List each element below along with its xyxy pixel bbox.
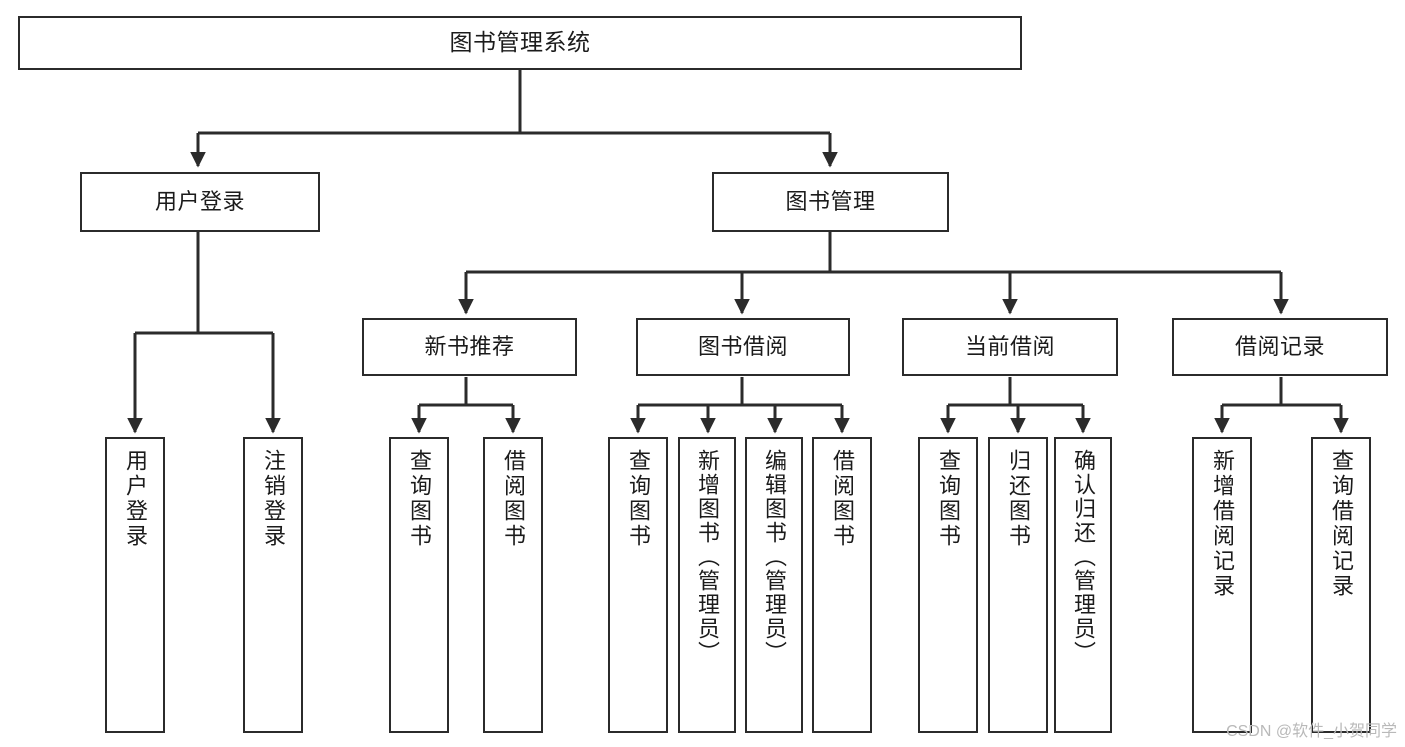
node-label: 用户登录: [123, 449, 148, 549]
node-label: 借阅记录: [1234, 333, 1325, 359]
leaf-return-book[interactable]: 归还图书: [988, 437, 1048, 733]
node-label: 查询借阅记录: [1329, 449, 1354, 599]
node-label: 归还图书: [1006, 449, 1031, 549]
node-label: 编辑图书（管理员）: [762, 449, 787, 665]
leaf-query-book-current[interactable]: 查询图书: [918, 437, 978, 733]
node-new-book-recommend[interactable]: 新书推荐: [362, 318, 577, 376]
node-label: 新增借阅记录: [1210, 449, 1235, 599]
leaf-add-book-admin[interactable]: 新增图书（管理员）: [678, 437, 736, 733]
csdn-watermark: CSDN @软件_小贺同学: [1226, 723, 1397, 740]
node-borrow-record[interactable]: 借阅记录: [1172, 318, 1388, 376]
node-book-management[interactable]: 图书管理: [712, 172, 949, 232]
leaf-user-login[interactable]: 用户登录: [105, 437, 165, 733]
node-label: 注销登录: [261, 449, 286, 549]
node-label: 新书推荐: [424, 333, 515, 359]
node-label: 新增图书（管理员）: [695, 449, 720, 665]
node-label: 查询图书: [407, 449, 432, 549]
leaf-logout[interactable]: 注销登录: [243, 437, 303, 733]
leaf-query-book-borrow[interactable]: 查询图书: [608, 437, 668, 733]
leaf-edit-book-admin[interactable]: 编辑图书（管理员）: [745, 437, 803, 733]
leaf-query-borrow-record[interactable]: 查询借阅记录: [1311, 437, 1371, 733]
leaf-add-borrow-record[interactable]: 新增借阅记录: [1192, 437, 1252, 733]
node-user-login[interactable]: 用户登录: [80, 172, 320, 232]
node-label: 确认归还（管理员）: [1071, 449, 1096, 665]
node-label: 用户登录: [154, 188, 245, 214]
node-label: 图书管理系统: [449, 29, 591, 56]
node-current-borrow[interactable]: 当前借阅: [902, 318, 1118, 376]
node-label: 图书管理: [785, 188, 876, 214]
node-label: 图书借阅: [697, 333, 788, 359]
node-label: 查询图书: [936, 449, 961, 549]
leaf-confirm-return-admin[interactable]: 确认归还（管理员）: [1054, 437, 1112, 733]
leaf-query-book-recommend[interactable]: 查询图书: [389, 437, 449, 733]
node-label: 借阅图书: [830, 449, 855, 549]
node-root-system[interactable]: 图书管理系统: [18, 16, 1022, 70]
node-label: 查询图书: [626, 449, 651, 549]
node-label: 借阅图书: [501, 449, 526, 549]
node-book-borrow[interactable]: 图书借阅: [636, 318, 850, 376]
node-label: 当前借阅: [964, 333, 1055, 359]
leaf-borrow-book[interactable]: 借阅图书: [812, 437, 872, 733]
leaf-borrow-book-recommend[interactable]: 借阅图书: [483, 437, 543, 733]
